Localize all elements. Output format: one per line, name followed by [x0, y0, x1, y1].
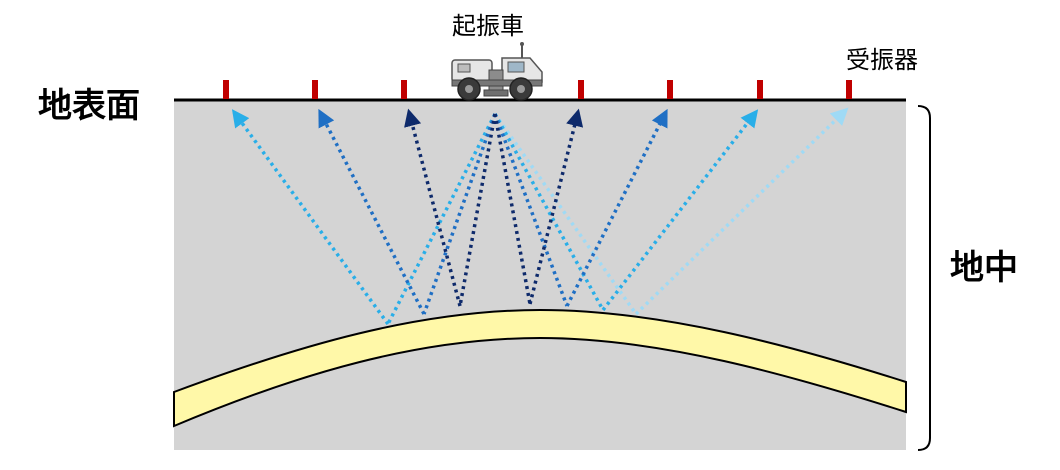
ray-down — [493, 113, 569, 307]
receiver-marker — [578, 80, 584, 99]
ray-up — [404, 108, 462, 307]
ground-block — [174, 100, 906, 450]
ray-down — [422, 113, 497, 315]
seismic-rays — [231, 107, 849, 326]
ground-surface-label: 地表面 — [38, 86, 140, 126]
ray-down — [493, 113, 605, 311]
ray-up — [231, 109, 390, 326]
seismic-vibrator-truck-icon — [451, 42, 543, 101]
source-truck-label: 起振車 — [452, 12, 524, 40]
receiver-marker — [401, 80, 407, 99]
receiver-marker — [223, 80, 229, 99]
receiver-marker — [312, 80, 318, 99]
receiver-markers — [223, 80, 852, 99]
ray-down — [386, 113, 497, 325]
ray-down — [493, 112, 638, 316]
receiver-label: 受振器 — [846, 46, 918, 74]
receiver-marker — [846, 80, 852, 99]
ray-up — [318, 108, 426, 315]
underground-label: 地中 — [950, 248, 1018, 288]
ray-up — [565, 108, 668, 307]
receiver-marker — [757, 80, 763, 99]
underground-bracket — [917, 105, 931, 451]
receiver-marker — [667, 80, 673, 99]
reflector-layer — [173, 308, 907, 428]
ray-down — [458, 113, 497, 307]
ray-up — [528, 108, 584, 305]
